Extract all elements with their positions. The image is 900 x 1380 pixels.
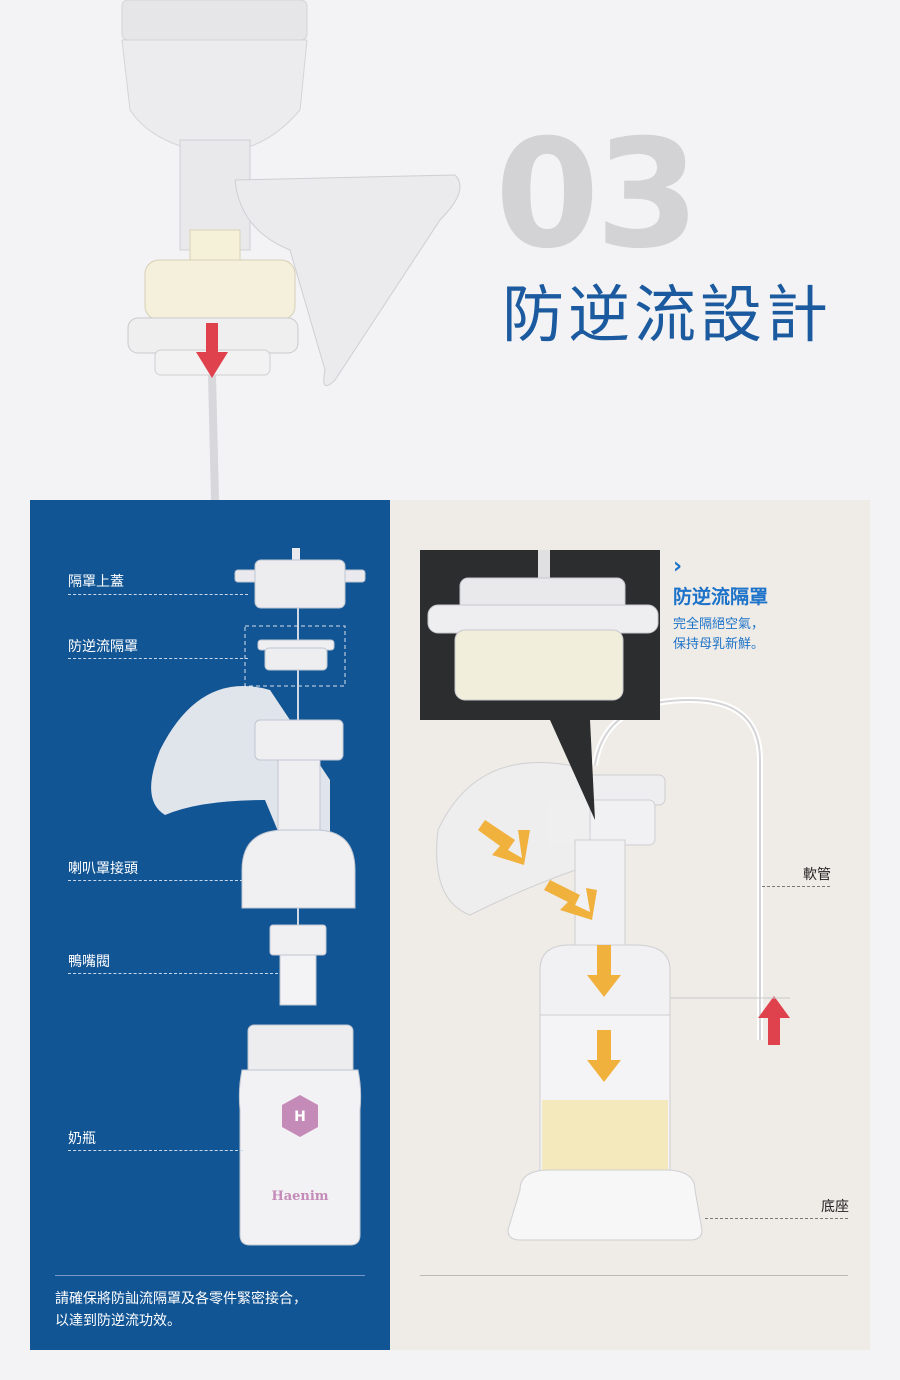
left-separator [55,1275,365,1276]
callout-text: 完全隔絕空氣， 保持母乳新鮮。 [673,615,764,655]
label-tube: 軟管 [803,867,831,883]
callout-line2: 保持母乳新鮮。 [673,637,765,652]
callout-line1: 完全隔絕空氣， [673,617,765,632]
pump-hero-illustration [121,0,461,501]
section-number: 03 [495,108,700,282]
isolator-closeup-illustration [427,550,659,701]
down-arrow-red-hero [206,323,218,355]
leader-base [705,1218,848,1219]
assembled-pump-illustration [436,696,790,1241]
label-bottle: 奶瓶 [68,1131,96,1147]
leader-bottle [68,1150,243,1151]
left-note-line1: 請確保將防訕流隔罩及各零件緊密接合， [55,1291,307,1307]
isolator-callout [420,550,660,720]
flow-arrows-yellow [478,820,621,1082]
leader-cover [68,594,248,595]
left-note-line2: 以達到防逆流功效。 [55,1313,181,1329]
callout-title: 防逆流隔罩 [673,586,769,608]
chevron-right-icon: › [673,554,683,579]
bottle-brand: Haenim [271,1189,328,1204]
exploded-parts-illustration: H Haenim [151,548,366,1246]
svg-text:H: H [294,1109,306,1125]
leader-isolator [68,658,248,659]
leader-valve [68,973,278,974]
label-base: 底座 [821,1199,849,1215]
right-separator [420,1275,848,1276]
leader-tube [762,886,830,887]
leader-connector [68,880,243,881]
label-cover: 隔罩上蓋 [68,574,124,590]
label-connector: 喇叭罩接頭 [68,861,138,877]
left-note: 請確保將防訕流隔罩及各零件緊密接合， 以達到防逆流功效。 [55,1288,307,1332]
section-title: 防逆流設計 [502,278,833,351]
label-valve: 鴨嘴閥 [68,954,110,970]
bottle-logo-icon [282,1095,318,1137]
label-isolator: 防逆流隔罩 [68,639,138,655]
up-arrow-red [758,996,790,1045]
hero-section: 03 防逆流設計 [0,0,900,501]
